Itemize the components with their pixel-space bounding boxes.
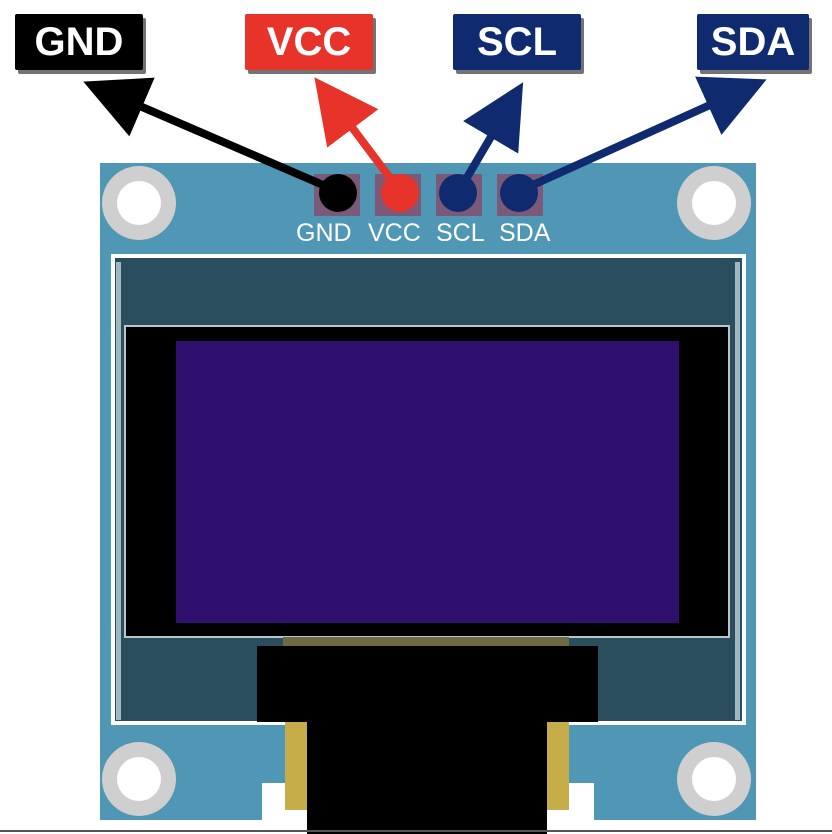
- arrow-sda: [522, 76, 767, 193]
- pin-scl: [439, 174, 477, 212]
- display-glass-edge-right: [735, 262, 740, 720]
- gold-tab-left-lower: [285, 783, 307, 810]
- ribbon-tail-bottom: [307, 783, 547, 834]
- arrow-gnd: [83, 77, 332, 192]
- callout-gnd: GND: [15, 14, 143, 70]
- silkscreen-label-gnd: GND: [296, 219, 352, 247]
- callout-vcc: VCC: [245, 14, 373, 70]
- ribbon-cable: [257, 646, 598, 722]
- callout-scl: SCL: [453, 14, 581, 70]
- oled-screen: [176, 341, 679, 623]
- silkscreen-label-vcc: VCC: [368, 219, 421, 247]
- callout-sda: SDA: [697, 14, 809, 70]
- silkscreen-label-sda: SDA: [499, 219, 551, 247]
- arrow-vcc: [314, 77, 400, 189]
- pin-gnd: [319, 174, 357, 212]
- gold-tab-right-lower: [547, 783, 569, 810]
- pin-sda: [500, 174, 538, 212]
- ribbon-strip: [283, 637, 569, 647]
- mounting-hole-bottom-left: [102, 742, 176, 816]
- mounting-hole-top-right: [677, 166, 751, 240]
- mounting-hole-top-left: [102, 166, 176, 240]
- arrow-scl: [458, 82, 524, 189]
- silkscreen-label-scl: SCL: [436, 219, 485, 247]
- display-glass-edge-left: [116, 262, 121, 720]
- mounting-hole-bottom-right: [677, 742, 751, 816]
